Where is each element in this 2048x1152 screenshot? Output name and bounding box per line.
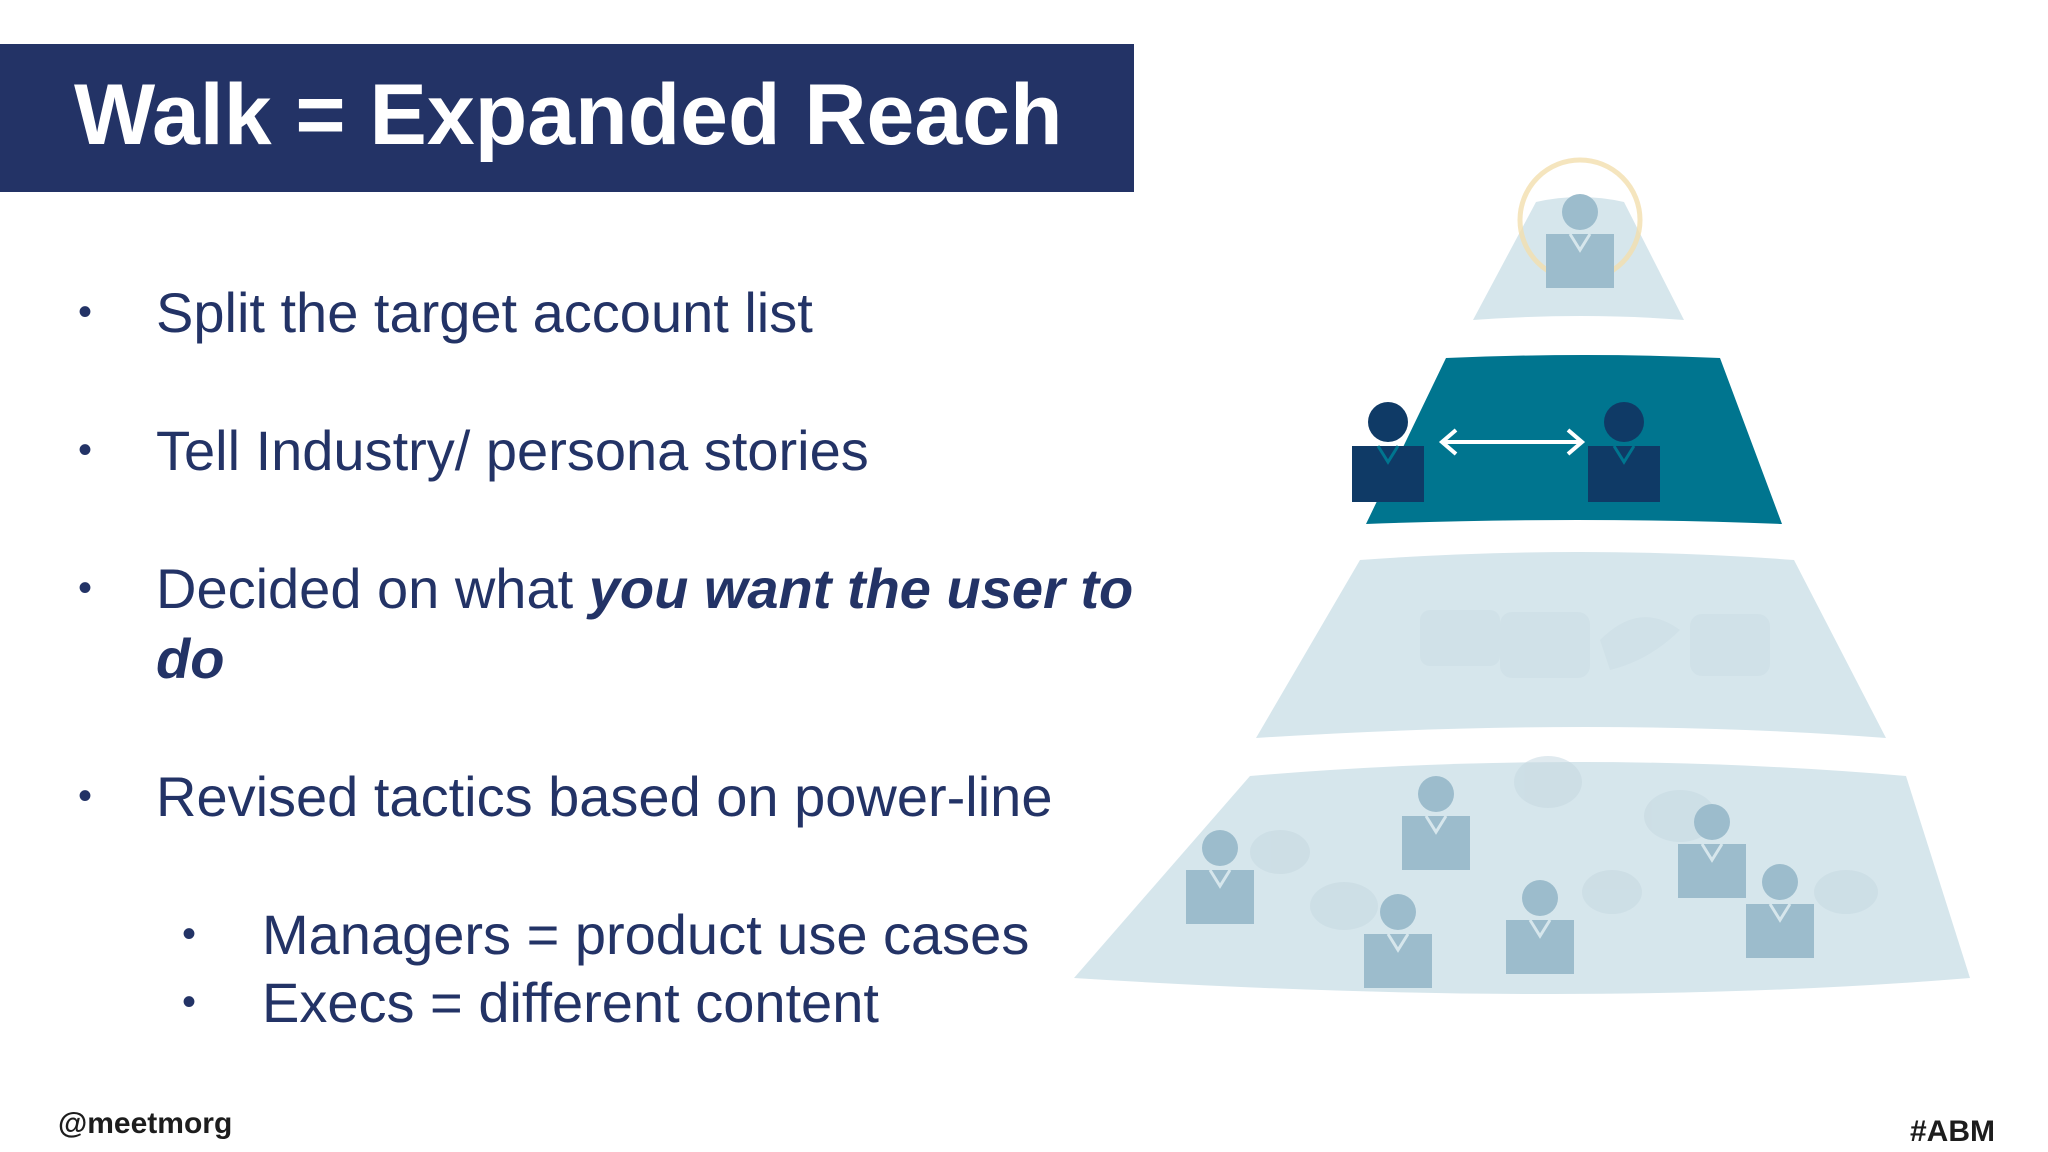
sub-bullet-marker: •: [182, 912, 197, 956]
pyramid-graphic: [1074, 157, 1970, 994]
bullet-list: • Split the target account list • Tell I…: [78, 281, 1133, 1034]
bullet-3-emphasis-line2: do: [156, 627, 225, 690]
pyramid-tier-middle: [1256, 552, 1886, 738]
sub-bullet-1: Managers = product use cases: [262, 903, 1030, 966]
title-bar: [0, 44, 1134, 192]
bullet-marker: •: [78, 774, 93, 818]
double-arrow-icon: [1438, 428, 1586, 456]
footer-hashtag: #ABM: [1910, 1115, 1996, 1148]
pyramid-tier-top: [1473, 157, 1684, 320]
person-icon: [1350, 400, 1426, 504]
sub-bullet-2: Execs = different content: [262, 971, 879, 1034]
pyramid-tier-highlight: [1350, 355, 1782, 524]
social-media-icons: [1420, 610, 1770, 678]
pyramid-tier-base: [1074, 756, 1970, 994]
bullet-3-plain: Decided on what: [156, 557, 589, 620]
footer-handle: @meetmorg: [58, 1107, 233, 1140]
bullet-2: Tell Industry/ persona stories: [156, 419, 869, 482]
bullet-4: Revised tactics based on power-line: [156, 765, 1053, 828]
bullet-3-emphasis: you want the user to: [588, 557, 1134, 620]
slide-title: Walk = Expanded Reach: [74, 67, 1063, 163]
sub-bullet-marker: •: [182, 980, 197, 1024]
bullet-marker: •: [78, 566, 93, 610]
bullet-marker: •: [78, 428, 93, 472]
bullet-3: Decided on what you want the user to: [156, 554, 1133, 624]
bullet-marker: •: [78, 290, 93, 334]
bullet-1: Split the target account list: [156, 281, 813, 344]
bullet-3-line2: do: [156, 624, 224, 694]
